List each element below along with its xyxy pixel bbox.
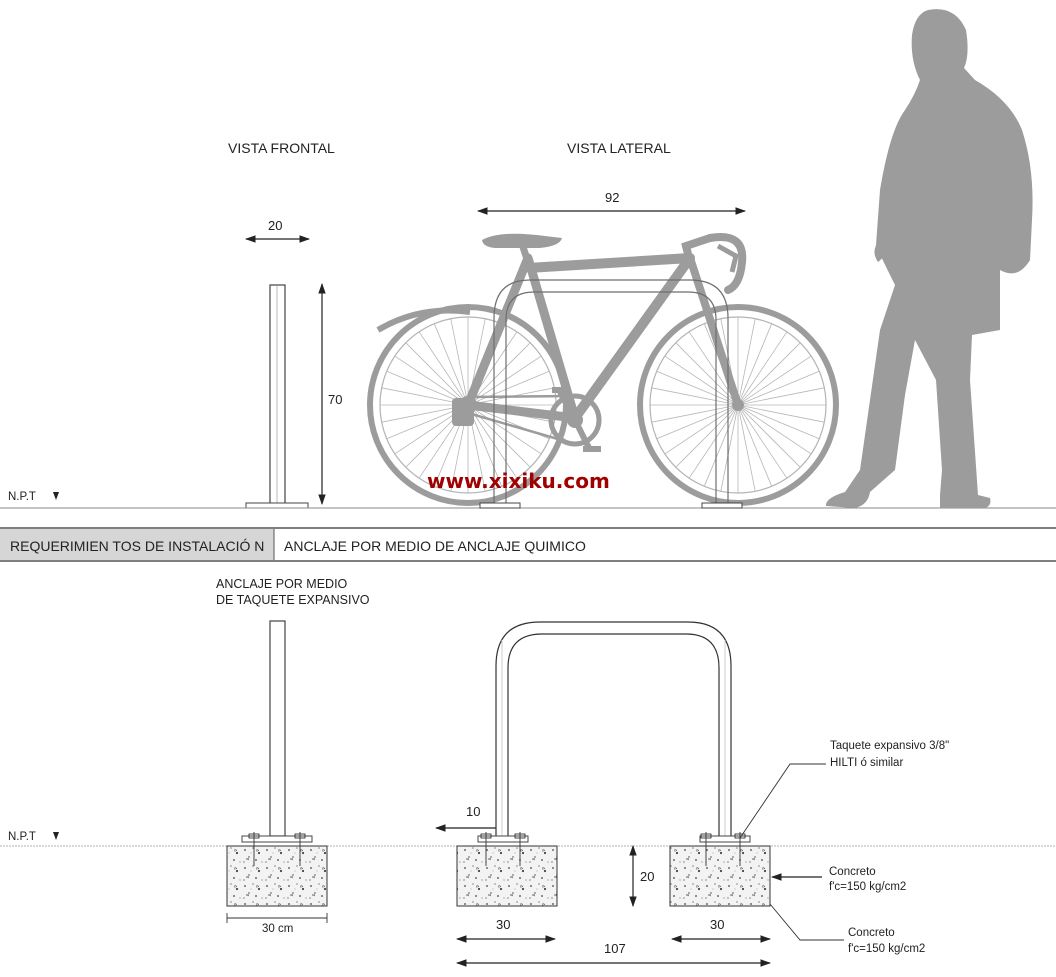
wheel-spoke <box>688 404 739 479</box>
wheel-spoke <box>703 404 739 487</box>
wheel-spoke <box>675 404 739 468</box>
wheel-spoke <box>656 370 739 406</box>
left-footing-label: 30 <box>496 917 510 932</box>
wheel-spoke <box>737 404 820 440</box>
post-height-label: 70 <box>328 392 342 407</box>
wheel-spoke <box>467 404 542 455</box>
bolt-note-line2: HILTI ó similar <box>830 757 903 769</box>
wheel-spoke <box>737 323 773 406</box>
requirements-label: REQUERIMIEN TOS DE INSTALACIÓ N <box>10 538 264 554</box>
single-post-detail <box>226 620 328 907</box>
wheel-spoke <box>656 404 739 440</box>
wheel-spoke <box>651 404 739 423</box>
side-view-title: VISTA LATERAL <box>567 140 671 156</box>
total-width-label: 107 <box>604 941 626 956</box>
front-view-post <box>245 284 309 509</box>
npt-label-bottom: N.P.T <box>8 831 36 843</box>
wheel-spoke <box>720 404 739 492</box>
front-view-title: VISTA FRONTAL <box>228 140 335 156</box>
npt-label-top: N.P.T <box>8 491 36 503</box>
wheel-spoke <box>737 404 825 423</box>
post-height-dimension: 70 <box>318 282 342 506</box>
concrete-note-1-line1: Concreto <box>829 866 876 878</box>
right-footing-dimension: 30 <box>670 917 772 943</box>
bicycle-icon <box>367 233 839 506</box>
wheel-spoke <box>664 404 739 455</box>
wheel-spoke <box>737 387 825 406</box>
wheel-spoke <box>664 355 739 406</box>
wheel-spoke <box>737 404 801 468</box>
wheel-spoke <box>394 355 469 406</box>
left-footing-dimension: 30 <box>455 917 557 943</box>
wheel-spoke <box>737 331 788 406</box>
wheel-spoke <box>737 370 820 406</box>
right-footing-label: 30 <box>710 917 724 932</box>
concrete-leader-2 <box>769 903 844 941</box>
single-footing-dimension: 30 cm <box>226 913 328 935</box>
post-width-label: 20 <box>268 218 282 233</box>
wheel-spoke <box>418 331 469 406</box>
wheel-spoke <box>467 342 531 406</box>
offset-dimension: 10 <box>434 804 497 834</box>
footing-depth-dimension: 20 <box>629 844 654 908</box>
bolt-leader <box>739 763 826 839</box>
requirements-bar: REQUERIMIEN TOS DE INSTALACIÓ N ANCLAJE … <box>0 527 1056 562</box>
concrete-note-2-line2: f'c=150 kg/cm2 <box>848 943 925 955</box>
wheel-spoke <box>450 318 469 406</box>
rack-length-label: 92 <box>605 190 619 205</box>
wheel-spoke <box>651 387 739 406</box>
wheel-spoke <box>737 342 801 406</box>
wheel-spoke <box>737 318 756 406</box>
rack-length-dimension: 92 <box>476 190 747 215</box>
wheel-spoke <box>737 355 812 406</box>
single-footing-label: 30 cm <box>262 923 293 935</box>
concrete-note-2-line1: Concreto <box>848 927 895 939</box>
offset-label: 10 <box>466 804 480 819</box>
watermark: www.xixiku.com <box>427 469 610 493</box>
wheel-spoke <box>467 370 550 406</box>
level-marker-bottom <box>53 832 59 840</box>
wheel-spoke <box>737 404 812 455</box>
anchor-note-line2: DE TAQUETE EXPANSIVO <box>216 593 370 607</box>
wheel-spoke <box>737 404 788 479</box>
wheel-spoke <box>433 323 469 406</box>
post-width-dimension: 20 <box>244 218 311 243</box>
concrete-note-1-line2: f'c=150 kg/cm2 <box>829 881 906 893</box>
wheel-spoke <box>737 404 773 487</box>
requirements-value: ANCLAJE POR MEDIO DE ANCLAJE QUIMICO <box>284 538 586 554</box>
anchor-note-line1: ANCLAJE POR MEDIO <box>216 577 348 591</box>
level-marker-top <box>53 492 59 500</box>
wheel-spoke <box>405 342 469 406</box>
wheel-spoke <box>467 404 518 479</box>
bike-rack-side <box>479 279 743 509</box>
u-rack-detail <box>456 621 771 907</box>
footing-depth-label: 20 <box>640 869 654 884</box>
bolt-note-line1: Taquete expansivo 3/8" <box>830 740 949 752</box>
total-width-dimension: 107 <box>455 941 772 967</box>
wheel-spoke <box>737 404 756 492</box>
person-silhouette-icon <box>825 9 1033 509</box>
